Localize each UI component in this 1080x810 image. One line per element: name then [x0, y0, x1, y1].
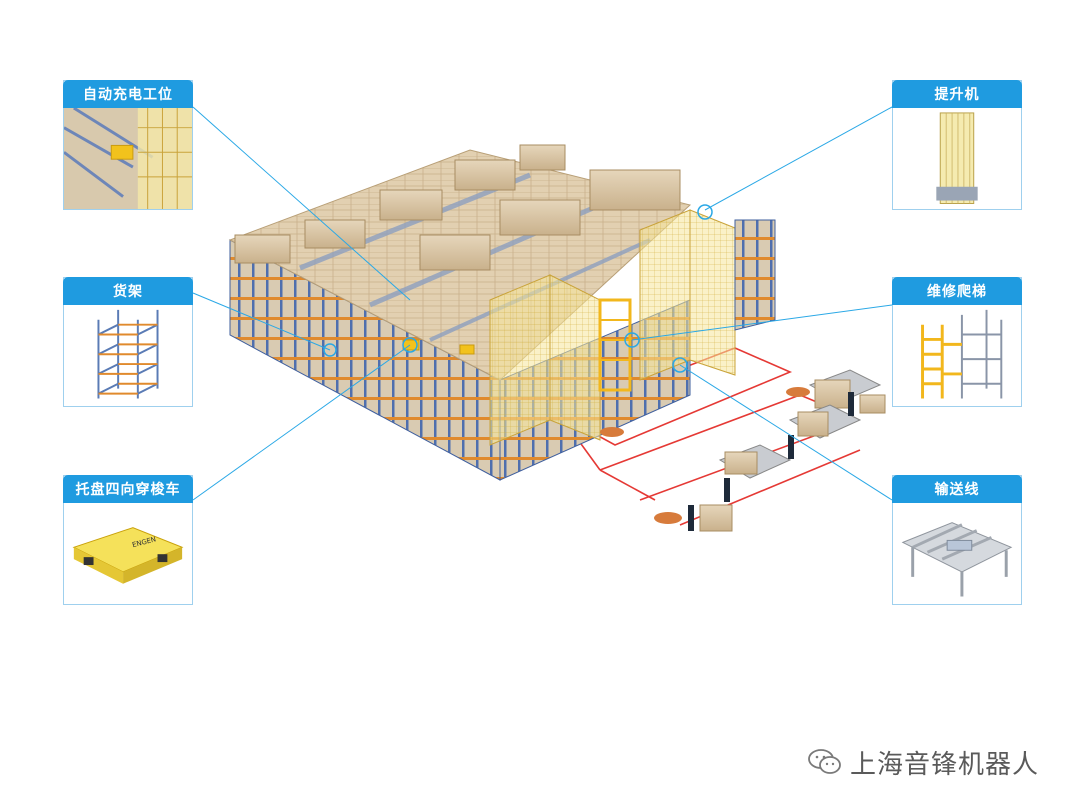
shuttle-icon: ENGEN	[72, 527, 184, 584]
ladder-icon	[921, 309, 1003, 399]
callout-charging-station: 自动充电工位	[63, 80, 193, 210]
callout-rack: 货架	[63, 277, 193, 407]
callout-title: 货架	[63, 277, 193, 305]
lift-icon	[936, 112, 978, 204]
rack-icon	[97, 309, 159, 399]
shuttle-marker-2	[459, 344, 475, 355]
leader-targets	[323, 204, 713, 373]
callout-title: 输送线	[892, 475, 1022, 503]
callout-shuttle: 托盘四向穿梭车 ENGEN	[63, 475, 193, 605]
wechat-icon	[808, 749, 841, 774]
callout-title: 维修爬梯	[892, 277, 1022, 305]
callout-title: 提升机	[892, 80, 1022, 108]
conveyor-stations	[600, 369, 886, 532]
charging-station-icon	[64, 108, 192, 210]
watermark-text: 上海音锋机器人	[850, 749, 1040, 780]
conveyor-icon	[901, 522, 1013, 597]
leader-lines	[192, 106, 893, 501]
callout-title: 托盘四向穿梭车	[63, 475, 193, 503]
callout-ladder: 维修爬梯	[892, 277, 1022, 407]
callout-lift: 提升机	[892, 80, 1022, 210]
callout-title: 自动充电工位	[63, 80, 193, 108]
watermark: 上海音锋机器人	[808, 742, 1039, 782]
callout-conveyor: 输送线	[892, 475, 1022, 605]
